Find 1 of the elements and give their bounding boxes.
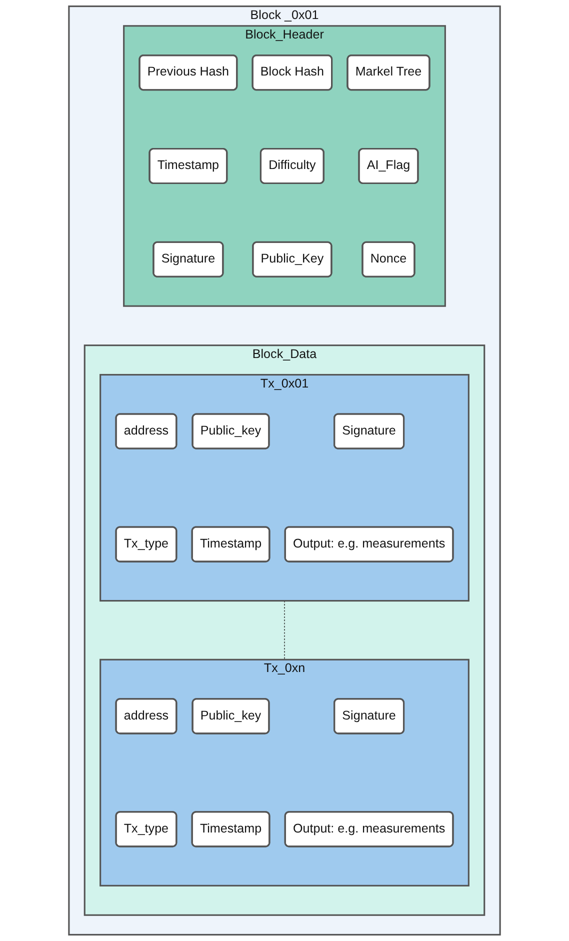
connector — [284, 600, 285, 660]
